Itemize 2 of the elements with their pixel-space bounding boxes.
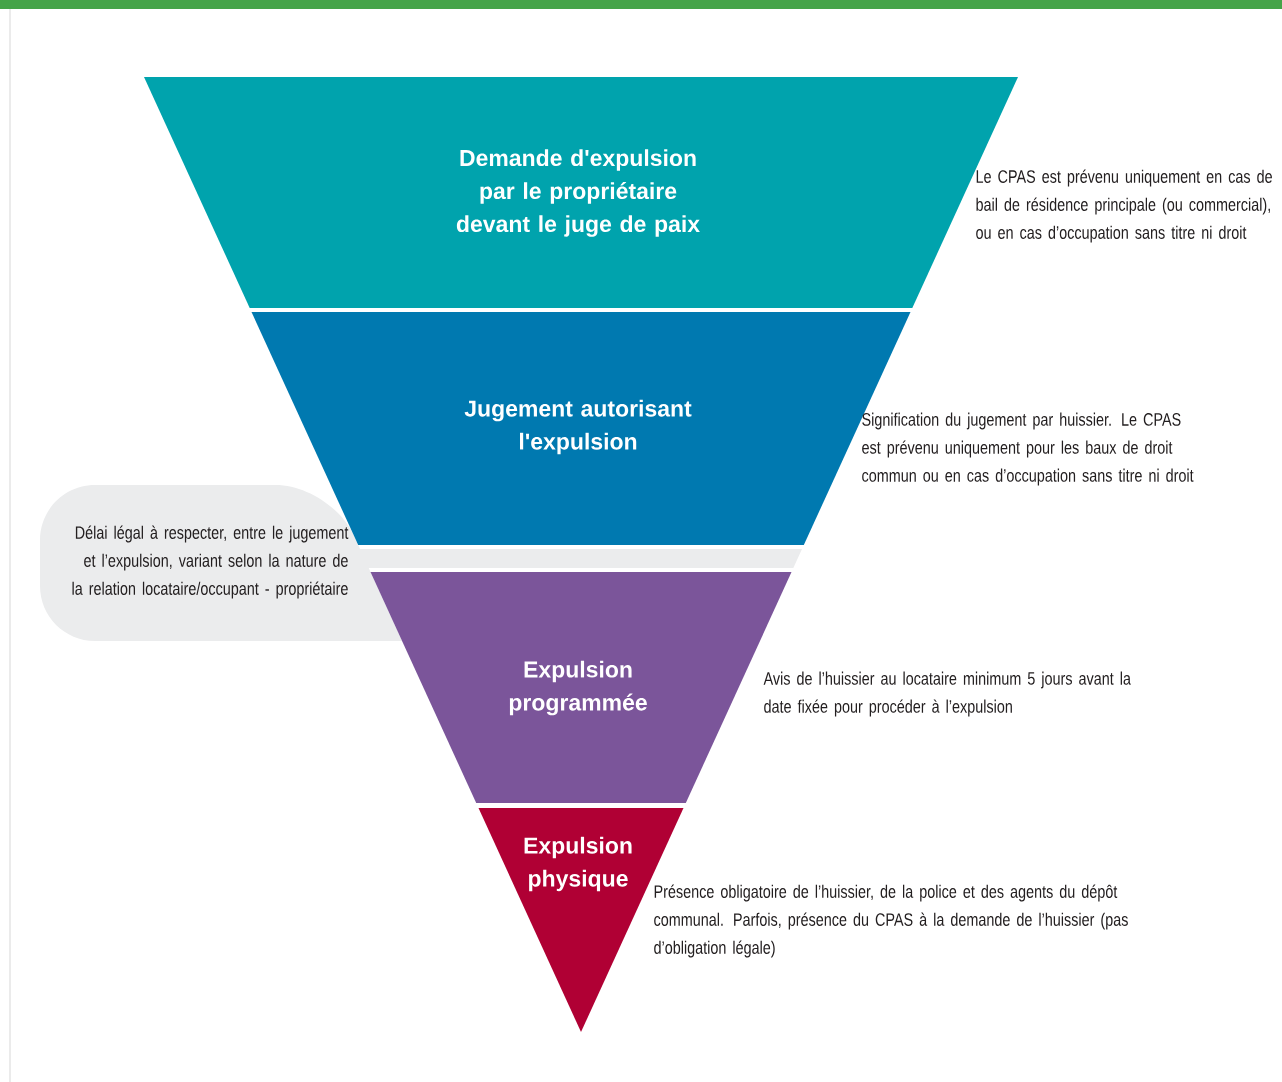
delay-band: Délai légal à respecter, entre le jugement et l’expulsion, variant selon la nature de la relation locataire/occupant - propriétaire (40, 485, 802, 641)
side-note: Le CPAS est prévenu uniquement en cas de bail de résidence principale (ou commercial), ou en cas d’occupation sans titre ni droit (976, 169, 1272, 243)
